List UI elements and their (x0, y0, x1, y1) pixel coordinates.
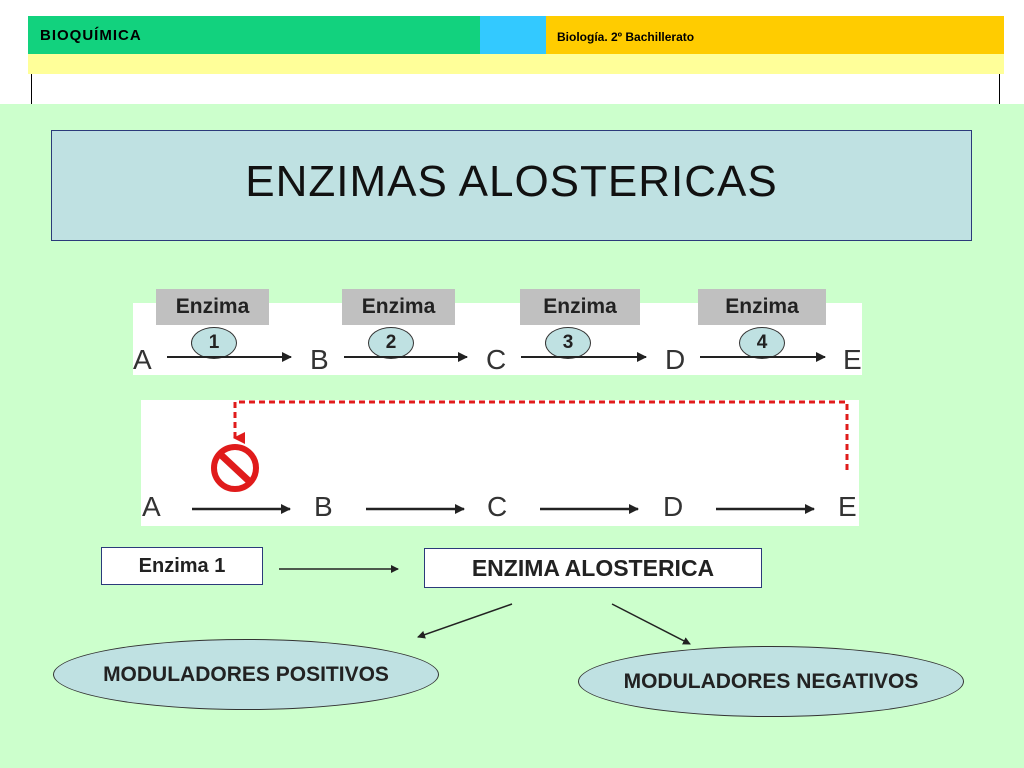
negative-modulators-oval: MODULADORES NEGATIVOS (578, 646, 964, 717)
allosteric-enzyme-box: ENZIMA ALOSTERICA (424, 548, 762, 588)
enzyme-label-1: Enzima (156, 289, 269, 325)
enzyme-number-2: 2 (368, 327, 414, 359)
feedback-letter-a: A (142, 491, 161, 522)
header-right-rule (999, 74, 1000, 104)
header-left-rule (31, 74, 32, 104)
enzyme-number-3: 3 (545, 327, 591, 359)
enzyme-label-2: Enzima (342, 289, 455, 325)
feedback-letter-d: D (663, 491, 684, 522)
feedback-letter-c: C (487, 491, 508, 522)
enzyme-1-box: Enzima 1 (101, 547, 263, 585)
allosteric-to-negative-arrow (611, 603, 691, 645)
pathway-letter-c: C (486, 344, 507, 375)
slide-title-box: ENZIMAS ALOSTERICAS (51, 130, 972, 241)
pathway-panel: Enzima Enzima Enzima Enzima 1 2 3 4 A B … (133, 289, 862, 375)
enzyme-label-3: Enzima (520, 289, 640, 325)
feedback-letter-b: B (314, 491, 333, 522)
slide-title: ENZIMAS ALOSTERICAS (245, 156, 778, 206)
allosteric-to-positive-arrow (417, 603, 513, 639)
header-blue-bar (480, 16, 546, 54)
header-green-bar (28, 16, 480, 54)
header-yellow-strip (28, 54, 1004, 74)
header-subtitle: Biología. 2º Bachillerato (557, 30, 695, 44)
positive-modulators-oval: MODULADORES POSITIVOS (53, 639, 439, 710)
enzyme-label-4: Enzima (698, 289, 826, 325)
header-title: BIOQUÍMICA (40, 27, 142, 44)
pathway-letter-e: E (843, 344, 862, 375)
header-gold-bar (546, 16, 1004, 54)
feedback-letter-e: E (838, 491, 857, 522)
feedback-inhibition-line (233, 400, 849, 470)
pathway-letter-d: D (665, 344, 686, 375)
enzyme-number-4: 4 (739, 327, 785, 359)
pathway-letter-a: A (133, 344, 152, 375)
feedback-panel: A B C D E (141, 400, 859, 526)
prohibition-icon (211, 444, 259, 492)
pathway-letter-b: B (310, 344, 329, 375)
enzyme-number-1: 1 (191, 327, 237, 359)
